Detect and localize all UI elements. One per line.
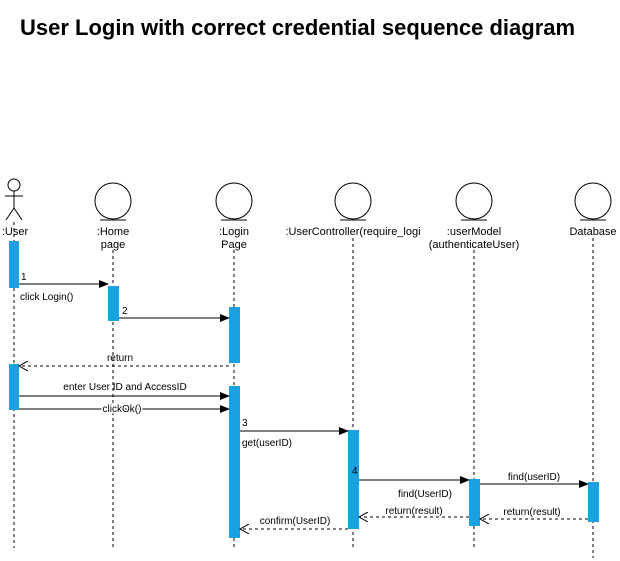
message-number: 4 [352, 466, 358, 477]
message-find-in-database[interactable]: find(userID) [480, 472, 589, 488]
actor-icon [5, 178, 23, 221]
entity-icon [455, 182, 493, 221]
participant-label: :Home [97, 226, 129, 238]
message-find-user-id[interactable]: 4 find(UserID) [352, 466, 470, 500]
message-label: return(result) [503, 507, 560, 518]
participant-database[interactable]: Database [569, 182, 617, 238]
activation-bar-login-1 [229, 307, 240, 363]
message-database-return[interactable]: return(result) [480, 507, 588, 519]
message-click-ok[interactable]: clickOk() [19, 403, 230, 417]
message-model-return[interactable]: return(result) [359, 506, 469, 517]
activation-bar-home [108, 286, 119, 321]
diagram-title: User Login with correct credential seque… [20, 15, 576, 40]
message-confirm-user-id[interactable]: confirm(UserID) [240, 516, 348, 529]
participant-label: :UserController(require_logi [285, 226, 420, 238]
message-label: return(result) [385, 506, 442, 517]
entity-icon [94, 182, 132, 221]
activation-bar-controller [348, 430, 359, 529]
participant-label: :userModel [447, 226, 501, 238]
message-label: get(userID) [242, 438, 292, 449]
participant-label: Database [569, 226, 616, 238]
participant-label-line2: Page [221, 239, 247, 251]
participant-home-page[interactable]: :Home page [94, 182, 132, 251]
message-label: enter User ID and AccessID [63, 382, 186, 393]
message-label: find(userID) [508, 472, 560, 483]
entity-icon [334, 182, 372, 221]
message-number: 2 [122, 306, 128, 317]
messages: 1 click Login() 2 return enter User ID a… [19, 272, 589, 529]
message-enter-credentials[interactable]: enter User ID and AccessID [19, 382, 230, 400]
participant-user[interactable]: :User [2, 178, 29, 238]
activation-bar-user-1 [9, 241, 19, 288]
participant-label-line2: (authenticateUser) [429, 239, 520, 251]
message-label: find(UserID) [398, 489, 452, 500]
message-click-login[interactable]: 1 click Login() [19, 272, 109, 303]
activation-bar-model [469, 479, 480, 526]
message-label: click Login() [20, 292, 73, 303]
message-label: return [107, 353, 133, 364]
entity-icon [574, 182, 612, 221]
entity-icon [215, 182, 253, 221]
message-label: confirm(UserID) [260, 516, 331, 527]
message-number: 1 [21, 272, 27, 283]
activation-bar-user-2 [9, 364, 19, 410]
participant-label: :User [2, 226, 29, 238]
message-number: 3 [242, 418, 248, 429]
participant-label-line2: page [101, 239, 125, 251]
activations [9, 241, 599, 538]
participant-login-page[interactable]: :Login Page [215, 182, 253, 251]
activation-bar-database [588, 482, 599, 522]
activation-bar-login-2 [229, 386, 240, 538]
message-label: clickOk() [103, 404, 142, 415]
participant-user-controller[interactable]: :UserController(require_logi [285, 182, 421, 238]
message-get-user-id[interactable]: 3 get(userID) [240, 418, 349, 449]
message-return[interactable]: return [19, 353, 229, 366]
participant-user-model[interactable]: :userModel (authenticateUser) [429, 182, 520, 251]
message-open-login-page[interactable]: 2 [119, 306, 230, 322]
participant-label: :Login [219, 226, 249, 238]
